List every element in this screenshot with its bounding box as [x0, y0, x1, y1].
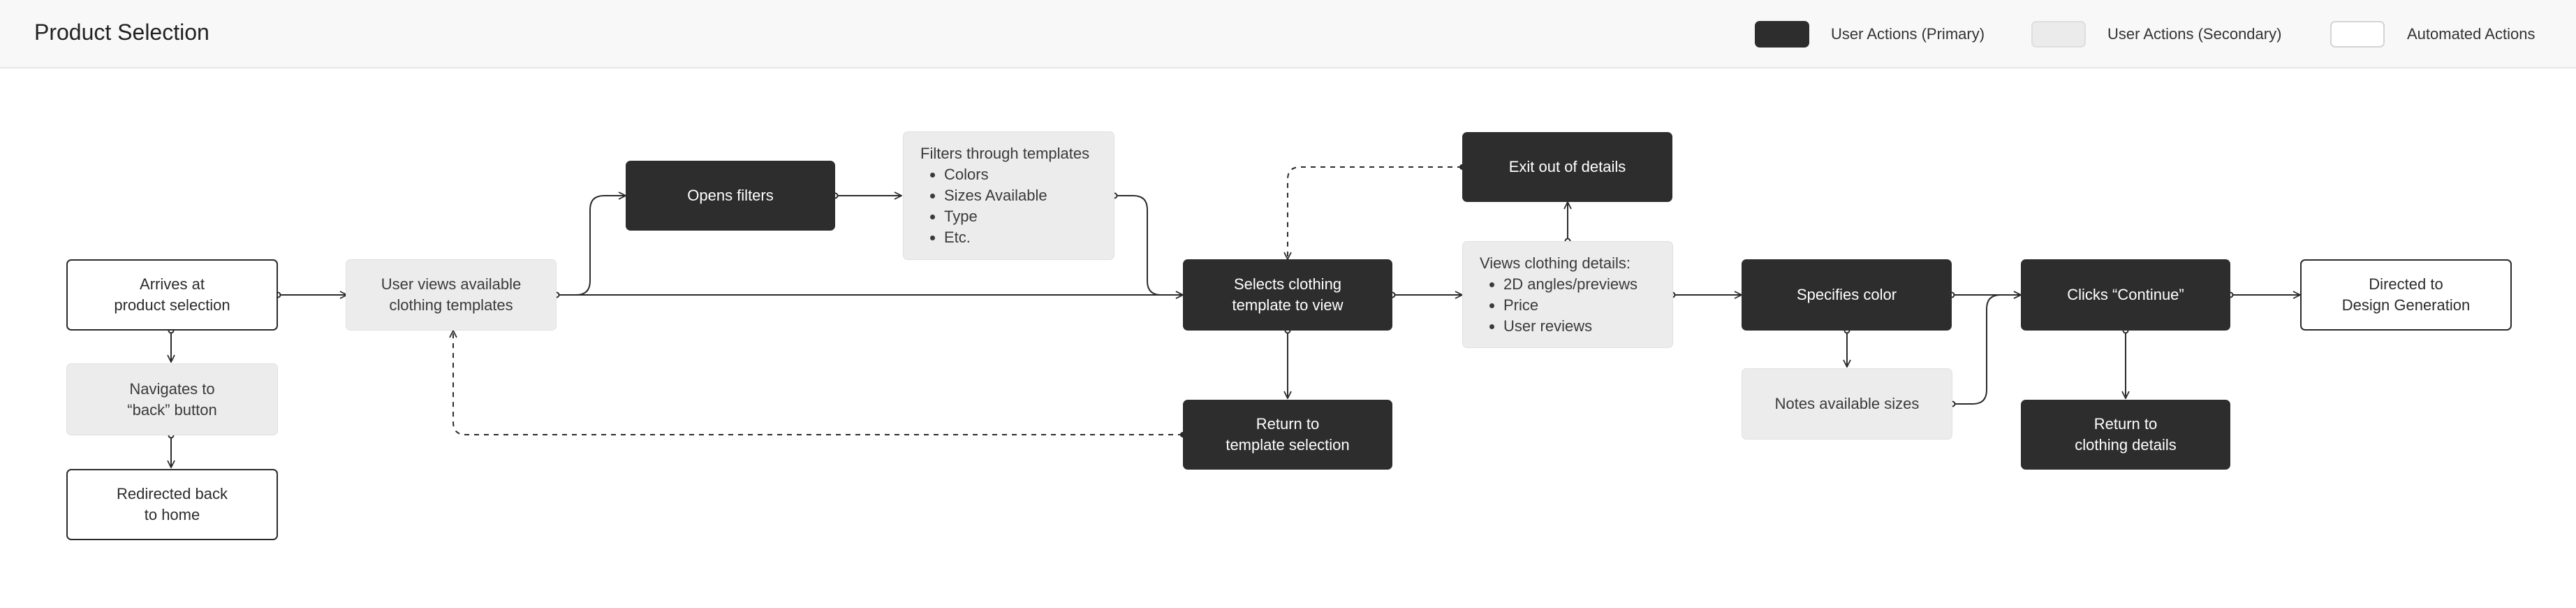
node-label: Clicks “Continue” — [2067, 286, 2184, 303]
node-label: Notes available sizes — [1774, 395, 1920, 412]
node-return-to-clothing-details: Return to clothing details — [2021, 400, 2230, 470]
connector-exit-to-select — [1288, 166, 1462, 259]
filter-option-etc: Etc. — [944, 227, 1089, 248]
legend-label-secondary: User Actions (Secondary) — [2107, 25, 2282, 43]
node-notes-available-sizes: Notes available sizes — [1742, 368, 1952, 440]
connector-templates-to-filters — [557, 196, 626, 296]
node-list-title: Views clothing details: — [1480, 254, 1631, 272]
node-label: Opens filters — [687, 187, 774, 204]
filter-options-list: Colors Sizes Available Type Etc. — [920, 164, 1089, 248]
filter-option-sizes: Sizes Available — [944, 185, 1089, 206]
node-exit-out-of-details: Exit out of details — [1462, 132, 1672, 202]
node-filters-through-templates: Filters through templates Colors Sizes A… — [903, 131, 1114, 260]
legend-swatch-automated — [2330, 21, 2385, 48]
node-label: Redirected back to home — [117, 485, 228, 523]
node-directed-to-design-generation: Directed to Design Generation — [2300, 259, 2512, 331]
node-clicks-continue: Clicks “Continue” — [2021, 259, 2230, 331]
node-arrives-at-product-selection: Arrives at product selection — [66, 259, 278, 331]
legend-swatch-secondary — [2031, 21, 2086, 48]
node-label: Selects clothing template to view — [1232, 275, 1344, 314]
detail-item-previews: 2D angles/previews — [1503, 274, 1637, 295]
detail-item-reviews: User reviews — [1503, 316, 1637, 337]
node-return-to-template-selection: Return to template selection — [1183, 400, 1392, 470]
node-redirected-home: Redirected back to home — [66, 469, 278, 540]
detail-item-price: Price — [1503, 295, 1637, 316]
header-bar: Product Selection User Actions (Primary)… — [0, 0, 2576, 68]
node-views-clothing-templates: User views available clothing templates — [346, 259, 557, 331]
legend-label-automated: Automated Actions — [2407, 25, 2535, 43]
filter-option-type: Type — [944, 206, 1089, 227]
node-label: Arrives at product selection — [114, 275, 230, 314]
page-title: Product Selection — [34, 20, 209, 45]
node-label: Specifies color — [1796, 286, 1897, 303]
connector-sizes-to-continue — [1952, 295, 2021, 405]
node-opens-filters: Opens filters — [626, 161, 835, 231]
node-navigates-back-button: Navigates to “back” button — [66, 363, 278, 435]
filter-option-colors: Colors — [944, 164, 1089, 185]
node-label: Navigates to “back” button — [127, 379, 217, 419]
legend-swatch-primary — [1755, 21, 1809, 48]
node-label: User views available clothing templates — [381, 275, 522, 314]
connector-return-to-templates — [453, 331, 1183, 435]
legend-label-primary: User Actions (Primary) — [1831, 25, 1985, 43]
node-selects-clothing-template: Selects clothing template to view — [1183, 259, 1392, 331]
connector-filters-to-select — [1114, 195, 1183, 295]
node-label: Exit out of details — [1508, 158, 1626, 175]
node-label: Return to template selection — [1226, 415, 1350, 454]
node-specifies-color: Specifies color — [1742, 259, 1952, 331]
node-label: Directed to Design Generation — [2341, 275, 2471, 314]
node-list-title: Filters through templates — [920, 145, 1090, 162]
node-label: Return to clothing details — [2075, 415, 2177, 454]
details-list: 2D angles/previews Price User reviews — [1480, 274, 1637, 337]
node-views-clothing-details: Views clothing details: 2D angles/previe… — [1462, 241, 1673, 348]
